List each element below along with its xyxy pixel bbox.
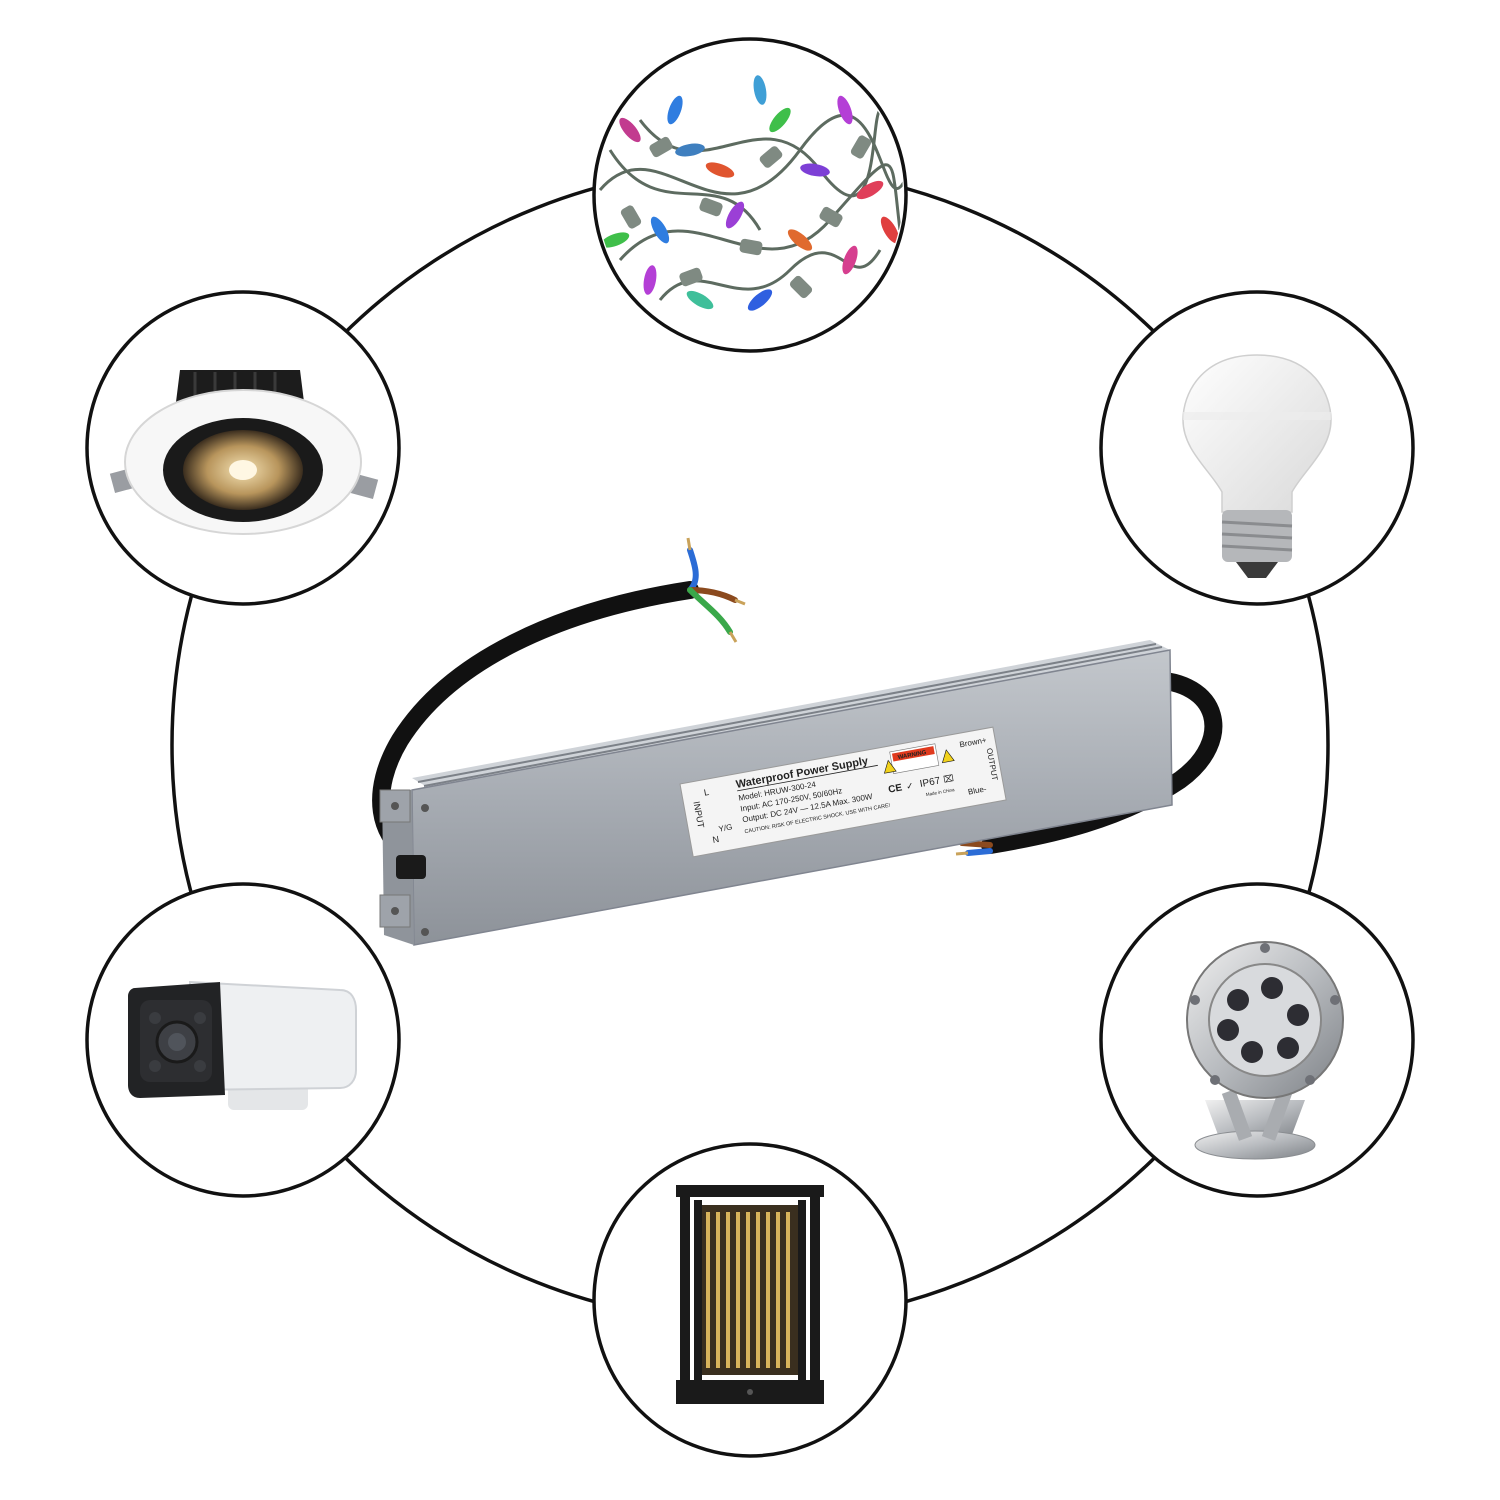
recessed-downlight-icon — [109, 370, 379, 535]
input-group-label: INPUT — [691, 800, 706, 829]
warning-triangle-right-icon — [942, 749, 955, 764]
ip-rating: IP67 — [919, 775, 942, 790]
ce-mark: CE — [888, 782, 904, 795]
application-security-camera — [85, 882, 401, 1198]
terminal-n-label: N — [712, 834, 720, 845]
security-camera-icon — [128, 980, 357, 1110]
power-supply-product: INPUT L N Y/G Waterproof Power Supply Mo… — [372, 537, 1223, 946]
warning-text: WARNING — [897, 750, 927, 761]
application-string-lights — [592, 37, 908, 353]
warning-sticker: WARNING — [883, 743, 955, 774]
output-negative-label: Blue- — [967, 784, 987, 796]
output-cable — [981, 671, 1223, 854]
checkmark-icon: ✓ — [905, 780, 914, 791]
input-cable-gland — [396, 855, 426, 879]
application-garden-lantern — [592, 1142, 908, 1458]
led-bulb-icon — [1182, 354, 1332, 578]
terminal-l-label: L — [703, 787, 710, 798]
housing-ridges — [417, 643, 1163, 787]
underwater-spotlight-icon — [1186, 941, 1344, 1160]
christmas-string-lights-icon — [598, 75, 903, 311]
garden-lantern-icon — [676, 1185, 824, 1404]
warning-triangle-icon — [883, 759, 897, 774]
made-in-label: Made in China — [925, 787, 955, 797]
application-led-bulb — [1099, 290, 1415, 606]
application-recessed-downlight — [85, 290, 401, 606]
terminal-ground-label: Y/G — [718, 822, 733, 833]
input-wire-ends — [686, 537, 746, 643]
application-underwater-spotlight — [1099, 882, 1415, 1198]
product-label: INPUT L N Y/G Waterproof Power Supply Mo… — [679, 726, 1007, 858]
weee-bin-icon: ⌧ — [943, 773, 955, 785]
